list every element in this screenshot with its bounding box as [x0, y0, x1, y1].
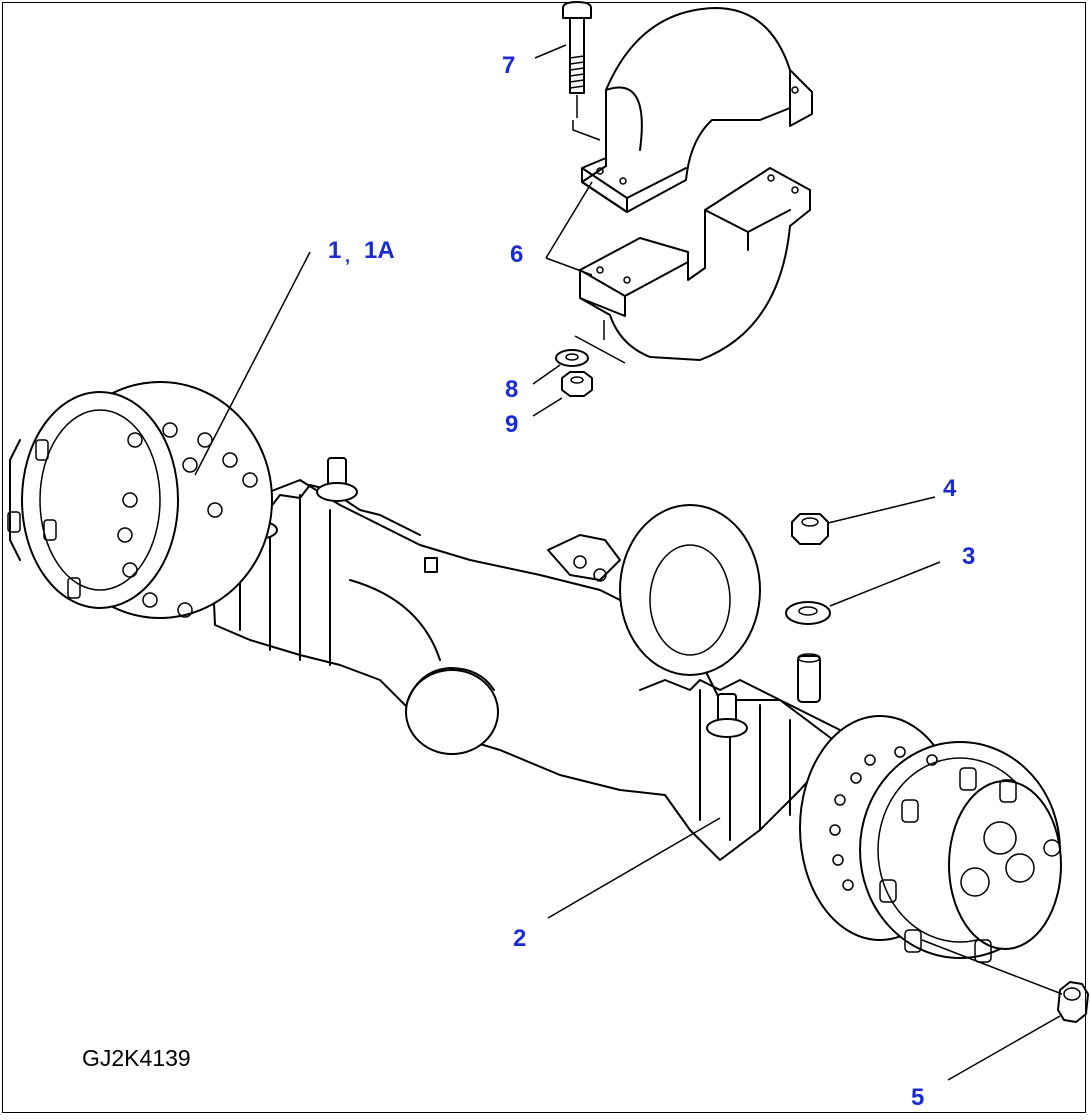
callout-6: 6	[510, 241, 524, 268]
callout-5: 5	[911, 1084, 925, 1111]
bracket-upper-part-6	[581, 7, 813, 213]
bracket-lower-part-6	[574, 167, 811, 364]
callout-9: 9	[505, 411, 519, 438]
callout-1a: 1A	[364, 237, 395, 264]
left-hub-part-1	[7, 381, 273, 619]
callout-1: 1	[328, 237, 342, 264]
callout-8: 8	[505, 376, 519, 403]
callout-1-separator: ,	[345, 246, 351, 266]
callout-3: 3	[962, 543, 976, 570]
nut-part-4	[791, 513, 829, 545]
drawing-code: GJ2K4139	[82, 1045, 191, 1071]
pin	[797, 653, 821, 703]
washer-part-3	[785, 601, 831, 625]
callout-4: 4	[943, 475, 957, 502]
callout-2: 2	[513, 925, 527, 952]
bolt-part-7	[562, 1, 601, 141]
axle-housing-part-2	[209, 479, 841, 861]
callout-7: 7	[502, 52, 516, 79]
right-hub	[799, 715, 1062, 963]
nut-part-9	[561, 371, 593, 397]
washer-part-8	[555, 349, 589, 367]
leader-lines	[194, 44, 1063, 1081]
hub-nut-part-5	[1057, 981, 1089, 1023]
